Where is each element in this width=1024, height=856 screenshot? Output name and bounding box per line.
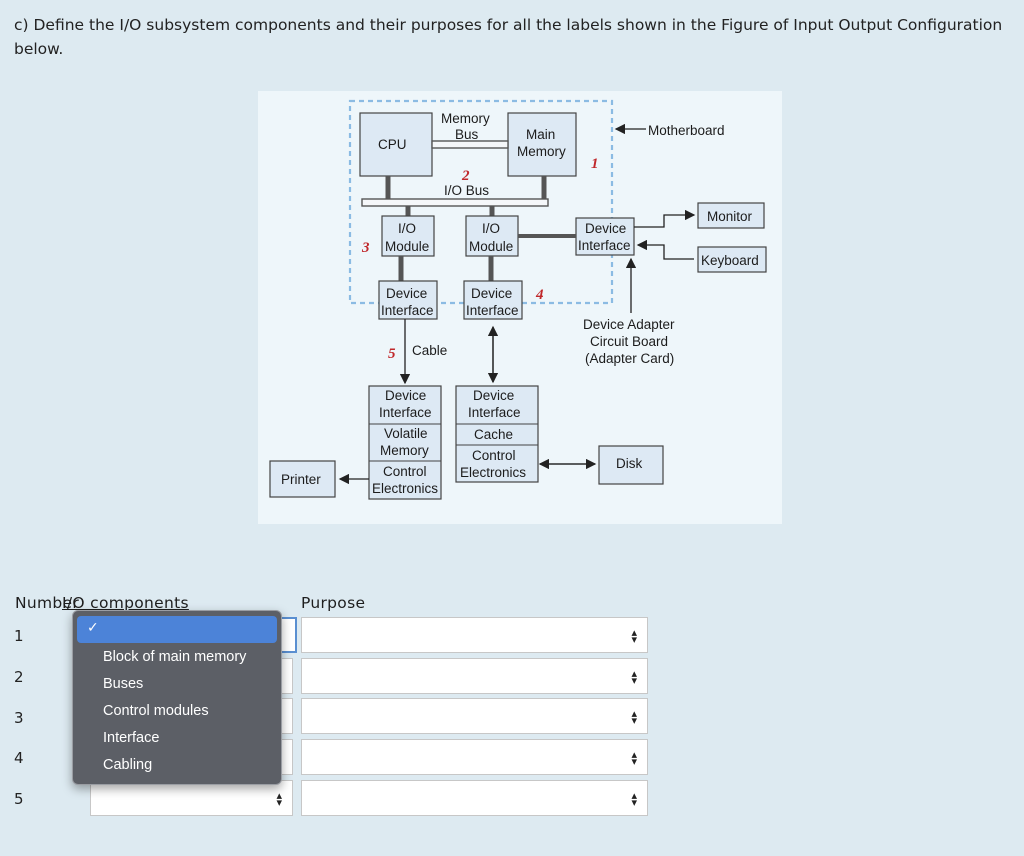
dropdown-option-cabling[interactable]: Cabling bbox=[103, 757, 153, 773]
device-interface-top-label-1: Device bbox=[585, 221, 626, 236]
keyboard-label: Keyboard bbox=[701, 253, 759, 268]
main-memory-label-1: Main bbox=[526, 127, 555, 142]
purpose-select-3[interactable]: ▴▾ bbox=[301, 698, 648, 734]
io-module-2-label-2: Module bbox=[469, 239, 513, 254]
io-component-dropdown-menu: ✓ Block of main memory Buses Control mod… bbox=[72, 610, 282, 785]
adapter-label-2: Circuit Board bbox=[590, 334, 668, 349]
disk-device-box bbox=[455, 385, 539, 483]
row-number-5: 5 bbox=[14, 790, 24, 808]
device-interface-1-label-2: Interface bbox=[381, 303, 434, 318]
updown-arrow-icon: ▴▾ bbox=[631, 707, 637, 727]
label-number-1: 1 bbox=[591, 156, 599, 172]
row-number-1: 1 bbox=[14, 627, 24, 645]
io-bus-label: I/O Bus bbox=[444, 183, 489, 198]
dropdown-option-block-of-main-memory[interactable]: Block of main memory bbox=[103, 649, 247, 665]
memory-bus bbox=[431, 140, 509, 149]
dropdown-option-buses[interactable]: Buses bbox=[103, 676, 144, 692]
printer-box bbox=[269, 460, 336, 498]
dropdown-option-control-modules[interactable]: Control modules bbox=[103, 703, 209, 719]
io-module-2-label-1: I/O bbox=[482, 221, 500, 236]
device-interface-2-label-2: Interface bbox=[466, 303, 519, 318]
adapter-label-1: Device Adapter bbox=[583, 317, 675, 332]
printer-device-label-5: Control bbox=[383, 464, 427, 479]
disk-device-label-3: Cache bbox=[474, 427, 513, 442]
purpose-select-1[interactable]: ▴▾ bbox=[301, 617, 648, 653]
header-io-components: I/O components bbox=[62, 594, 189, 612]
disk-device-label-1: Device bbox=[473, 388, 514, 403]
io-diagram: CPU Main Memory Memory Bus I/O Bus 2 I/O… bbox=[269, 99, 767, 500]
keyboard-box bbox=[697, 246, 767, 273]
monitor-box bbox=[697, 202, 765, 229]
disk-device-label-5: Electronics bbox=[460, 465, 526, 480]
main-memory-label-2: Memory bbox=[517, 144, 566, 159]
io-component-select-5[interactable]: ▴▾ bbox=[90, 780, 293, 816]
device-interface-top-label-2: Interface bbox=[578, 238, 631, 253]
adapter-label-3: (Adapter Card) bbox=[585, 351, 674, 366]
device-interface-box-top bbox=[575, 217, 635, 256]
monitor-label: Monitor bbox=[707, 209, 753, 224]
printer-device-label-3: Volatile bbox=[384, 426, 428, 441]
updown-arrow-icon: ▴▾ bbox=[631, 748, 637, 768]
header-purpose: Purpose bbox=[301, 594, 366, 612]
purpose-select-2[interactable]: ▴▾ bbox=[301, 658, 648, 694]
io-module-1-label-2: Module bbox=[385, 239, 429, 254]
purpose-select-4[interactable]: ▴▾ bbox=[301, 739, 648, 775]
checkmark-icon: ✓ bbox=[87, 620, 99, 636]
printer-device-label-1: Device bbox=[385, 388, 426, 403]
motherboard-boundary bbox=[348, 99, 614, 305]
label-number-4: 4 bbox=[535, 287, 544, 303]
disk-label: Disk bbox=[616, 456, 642, 471]
updown-arrow-icon: ▴▾ bbox=[631, 667, 637, 687]
printer-device-label-2: Interface bbox=[379, 405, 432, 420]
updown-arrow-icon: ▴▾ bbox=[631, 789, 637, 809]
device-interface-2-label-1: Device bbox=[471, 286, 512, 301]
dropdown-option-blank-selected[interactable]: ✓ bbox=[77, 616, 277, 643]
memory-bus-label-1: Memory bbox=[441, 111, 490, 126]
cpu-label: CPU bbox=[378, 137, 407, 152]
purpose-select-5[interactable]: ▴▾ bbox=[301, 780, 648, 816]
main-memory-box bbox=[507, 112, 577, 177]
question-text: c) Define the I/O subsystem components a… bbox=[14, 16, 1003, 58]
printer-label: Printer bbox=[281, 472, 321, 487]
io-module-1-label-1: I/O bbox=[398, 221, 416, 236]
device-interface-box-1 bbox=[378, 280, 438, 320]
updown-arrow-icon: ▴▾ bbox=[631, 626, 637, 646]
io-bus bbox=[361, 198, 549, 207]
memory-bus-label-2: Bus bbox=[455, 127, 479, 142]
row-number-2: 2 bbox=[14, 668, 24, 686]
label-number-2: 2 bbox=[461, 168, 470, 184]
device-interface-box-2 bbox=[463, 280, 523, 320]
disk-box bbox=[598, 445, 664, 485]
label-number-3: 3 bbox=[361, 240, 370, 256]
label-number-5: 5 bbox=[388, 346, 396, 362]
device-interface-1-label-1: Device bbox=[386, 286, 427, 301]
dropdown-option-interface[interactable]: Interface bbox=[103, 730, 160, 746]
updown-arrow-icon: ▴▾ bbox=[276, 789, 282, 809]
motherboard-label: Motherboard bbox=[648, 123, 725, 138]
io-configuration-figure: CPU Main Memory Memory Bus I/O Bus 2 I/O… bbox=[258, 91, 782, 524]
disk-device-label-4: Control bbox=[472, 448, 516, 463]
printer-device-label-6: Electronics bbox=[372, 481, 438, 496]
row-number-4: 4 bbox=[14, 749, 24, 767]
header-number: Number bbox=[15, 594, 80, 612]
disk-device-label-2: Interface bbox=[468, 405, 521, 420]
cable-label: Cable bbox=[412, 343, 447, 358]
printer-device-label-4: Memory bbox=[380, 443, 429, 458]
row-number-3: 3 bbox=[14, 709, 24, 727]
printer-device-box bbox=[368, 385, 442, 500]
io-module-box-1 bbox=[381, 215, 435, 257]
